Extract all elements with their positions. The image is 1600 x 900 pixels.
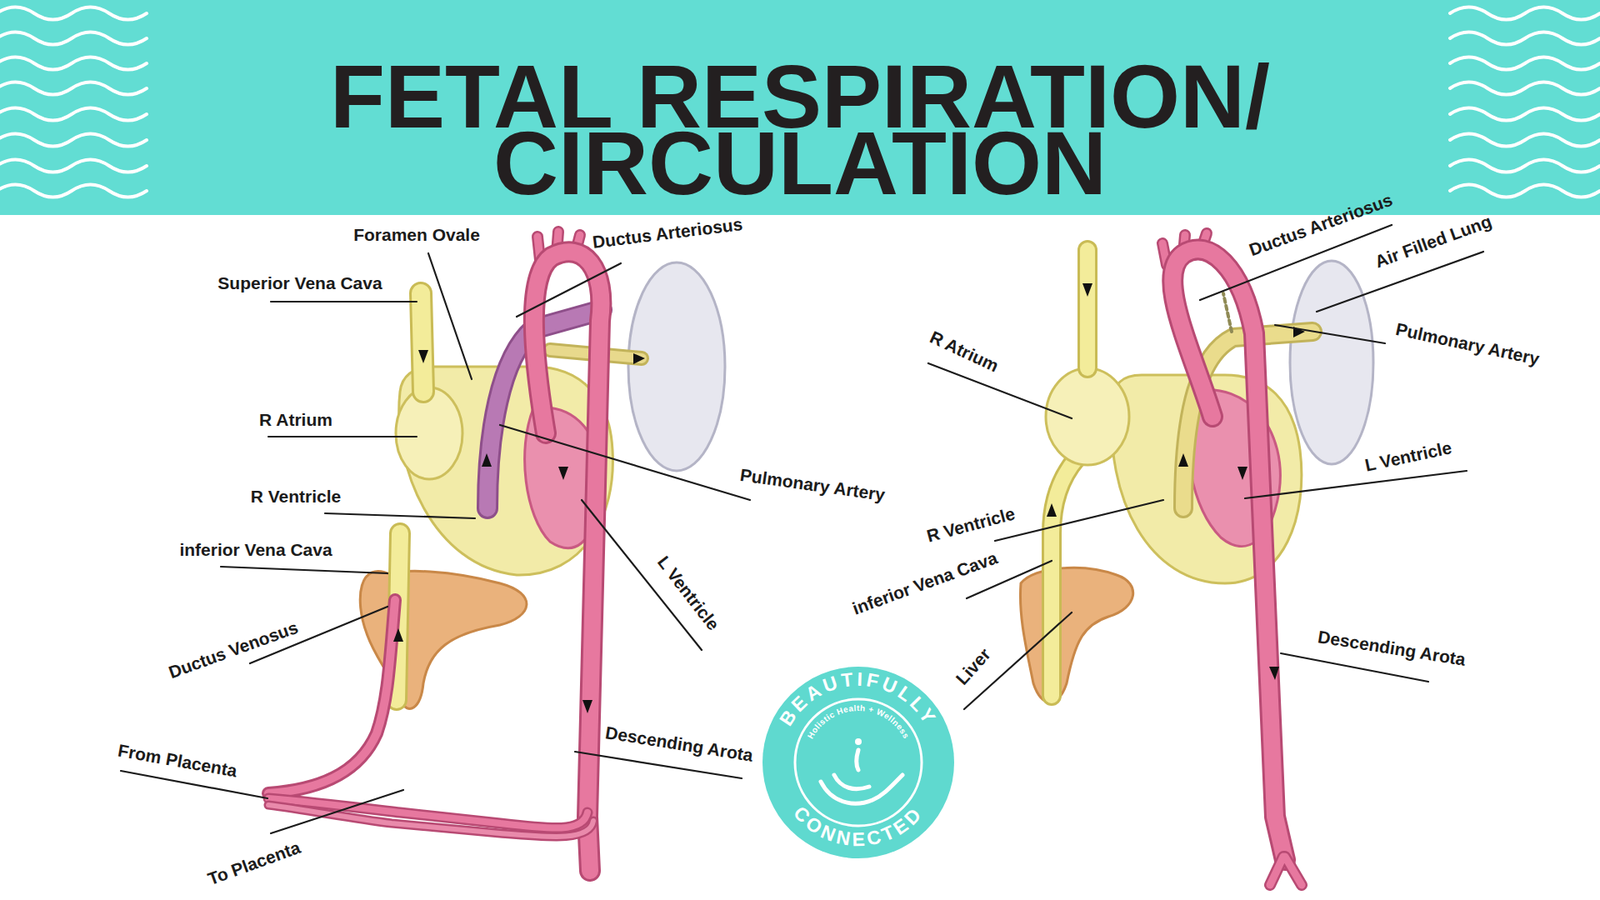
hand-icon xyxy=(820,750,903,804)
newborn-heart xyxy=(1020,233,1374,885)
part-label: Pulmonary Artery xyxy=(1394,319,1542,370)
leader-line xyxy=(995,500,1164,541)
badge-text: CONNECTED xyxy=(789,801,928,850)
flow-arrows xyxy=(1046,283,1305,680)
part-label: inferior Vena Cava xyxy=(179,540,332,560)
part-label: Descending Arota xyxy=(1316,626,1467,670)
leader-line xyxy=(428,253,472,380)
part-label: From Placenta xyxy=(116,740,240,782)
leader-line xyxy=(1245,470,1467,499)
leader-line xyxy=(270,790,404,834)
leader-line xyxy=(120,770,268,799)
leader-line xyxy=(1275,325,1385,344)
leader-line xyxy=(500,425,750,500)
part-label: Superior Vena Cava xyxy=(217,273,382,294)
wave-lines xyxy=(0,7,1600,198)
badge-circle xyxy=(762,666,955,859)
part-label: Liver xyxy=(951,644,995,689)
part-label: To Placenta xyxy=(205,837,304,890)
fetal-heart xyxy=(268,231,725,871)
badge-text: Holistic Health + Wellness xyxy=(805,703,912,740)
part-label: Pulmonary Artery xyxy=(738,465,886,505)
part-label: R Ventricle xyxy=(924,503,1017,546)
leader-line xyxy=(220,566,388,574)
part-label: Ductus Arteriosus xyxy=(591,214,745,253)
badge-shape: BEAUTIFULLYHolistic Health + WellnessCON… xyxy=(754,658,963,867)
part-label: R Atrium xyxy=(926,327,1002,377)
part-label: L Ventricle xyxy=(653,552,724,635)
badge-text: BEAUTIFULLY xyxy=(775,668,942,730)
lung xyxy=(1290,260,1374,465)
badge-dot xyxy=(855,738,862,745)
atrium xyxy=(1045,368,1130,465)
part-label: Air Filled Lung xyxy=(1372,211,1495,273)
part-label: inferior Vena Cava xyxy=(850,547,1000,619)
logo-badge: BEAUTIFULLYHolistic Health + WellnessCON… xyxy=(754,658,963,867)
lung xyxy=(628,262,725,471)
leader-line xyxy=(268,435,417,438)
badge-ring xyxy=(795,699,922,826)
part-label: R Atrium xyxy=(259,410,333,430)
liver xyxy=(1020,567,1133,702)
leader-line xyxy=(325,513,475,519)
part-label: R Ventricle xyxy=(250,486,342,507)
page-title: FETAL RESPIRATION/ CIRCULATION xyxy=(250,63,1350,197)
part-label: L Ventricle xyxy=(1363,437,1455,475)
badge-text: Holistic Health + Wellness xyxy=(805,703,912,740)
leader-line xyxy=(928,363,1072,419)
part-label: Foramen Ovale xyxy=(353,225,480,245)
badge-text: BEAUTIFULLY xyxy=(775,668,942,730)
leader-line xyxy=(516,263,621,317)
badge-text: CONNECTED xyxy=(789,801,928,850)
leader-line xyxy=(270,300,417,303)
